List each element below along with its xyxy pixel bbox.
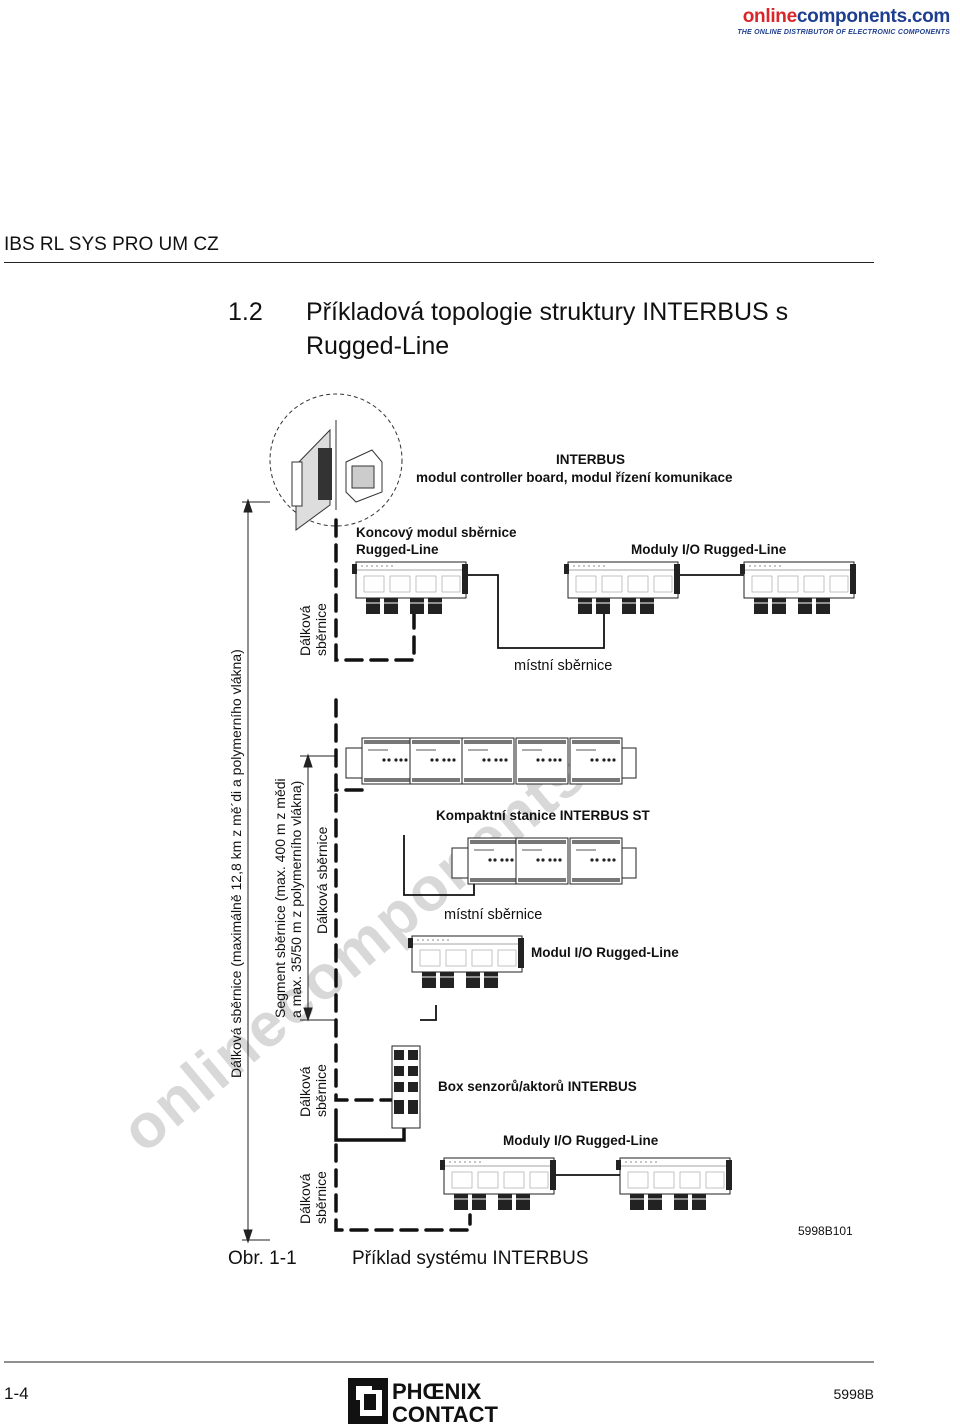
brand-line2: CONTACT — [392, 1402, 498, 1424]
section-number: 1.2 — [228, 298, 263, 326]
segment-label-line1: Segment sběrnice (max. 400 m z mědi — [272, 778, 288, 1018]
controller-board-drawing — [291, 420, 383, 531]
local-bus-label-1: místní sběrnice — [514, 658, 613, 674]
io-modules-top-label: Moduly I/O Rugged-Line — [631, 542, 787, 557]
remote-bus-bottom-label-2: sběrnice — [313, 1171, 329, 1224]
bus-terminal-label-line2: Rugged-Line — [356, 542, 439, 557]
brand-line1: PHŒNIX — [392, 1379, 482, 1404]
remote-bus-top-label-2: sběrnice — [313, 603, 329, 656]
local-bus-label-2: místní sběrnice — [444, 907, 543, 923]
phoenix-contact-logo: PHŒNIX CONTACT — [348, 1378, 498, 1424]
compact-station-top-row — [345, 737, 637, 785]
remote-bus-max-label: Dálková sběrnice (maximálně 12,8 km z mě… — [228, 649, 244, 1078]
segment-label-line2: a max. 35/50 m z polymerního vlákna) — [288, 780, 304, 1018]
bus-terminal-label-line1: Koncový modul sběrnice — [356, 525, 517, 540]
remote-bus-bottom-label-1: Dálková — [297, 1173, 313, 1224]
figure-code: 5998B101 — [798, 1224, 853, 1238]
interbus-label-line1: INTERBUS — [556, 452, 626, 467]
io-module-label: Modul I/O Rugged-Line — [531, 945, 679, 960]
io-modules-bottom-label: Moduly I/O Rugged-Line — [503, 1133, 659, 1148]
header-rule — [4, 262, 874, 263]
section-title: 1.2 Příkladová topologie struktury INTERB… — [228, 295, 868, 363]
remote-bus-top-label-1: Dálková — [297, 605, 313, 656]
remote-bus-low-label-1: Dálková — [297, 1066, 313, 1117]
compact-station-label: Kompaktní stanice INTERBUS ST — [436, 808, 650, 823]
footer-code: 5998B — [833, 1386, 874, 1402]
section-title-text: Příkladová topologie struktury INTERBUS … — [306, 298, 789, 360]
onlinecomponents-logo: onlinecomponents.com THE ONLINE DISTRIBU… — [737, 6, 950, 36]
page-number: 1-4 — [4, 1384, 29, 1403]
remote-bus-low-label-2: sběrnice — [313, 1064, 329, 1117]
sensor-actuator-box-drawing — [391, 1045, 421, 1129]
remote-bus-mid-label: Dálková sběrnice — [314, 826, 330, 934]
figure-caption: Příklad systému INTERBUS — [352, 1248, 589, 1269]
interbus-label-line2: modul controller board, modul řízení kom… — [416, 470, 733, 485]
compact-station-bottom-row — [451, 837, 637, 885]
dimension-arrows — [242, 498, 336, 1244]
sensor-box-label: Box senzorů/aktorů INTERBUS — [438, 1079, 637, 1094]
document-id: IBS RL SYS PRO UM CZ — [4, 234, 219, 255]
figure-number: Obr. 1-1 — [228, 1248, 297, 1269]
remote-bus-cable — [334, 518, 472, 1232]
